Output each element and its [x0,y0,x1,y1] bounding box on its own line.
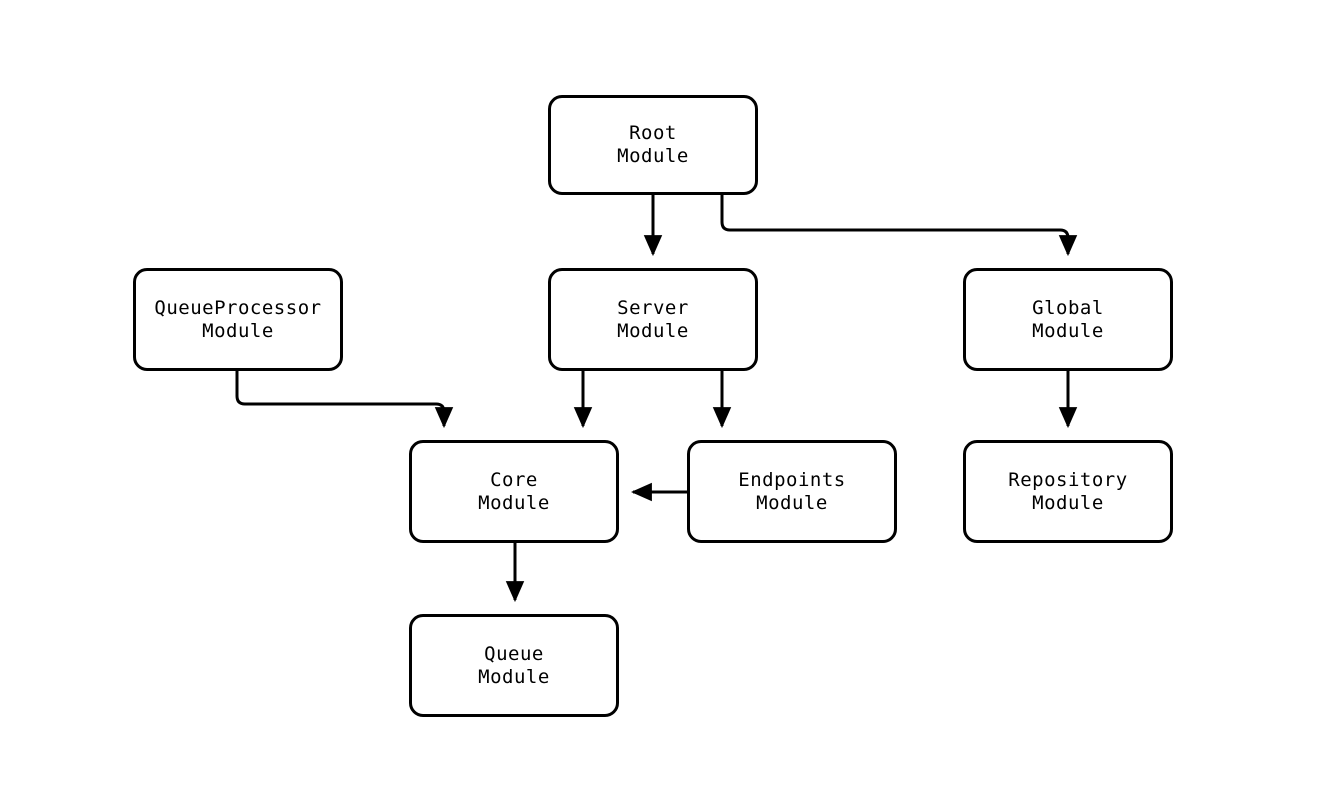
node-global[interactable]: Global Module [963,268,1173,371]
node-queue[interactable]: Queue Module [409,614,619,717]
node-label-queue: Queue Module [478,642,550,688]
node-label-queueprocessor: QueueProcessor Module [154,296,322,342]
node-root[interactable]: Root Module [548,95,758,195]
node-label-server: Server Module [617,296,689,342]
node-label-repository: Repository Module [1008,468,1128,514]
node-label-root: Root Module [617,122,689,167]
node-core[interactable]: Core Module [409,440,619,543]
node-label-global: Global Module [1032,296,1104,342]
node-queueprocessor[interactable]: QueueProcessor Module [133,268,343,371]
node-repository[interactable]: Repository Module [963,440,1173,543]
node-endpoints[interactable]: Endpoints Module [687,440,897,543]
edge-root-to-global [720,195,1078,257]
node-server[interactable]: Server Module [548,268,758,371]
node-label-endpoints: Endpoints Module [738,468,846,514]
node-label-core: Core Module [478,468,550,514]
edge-queueprocessor-to-core [235,371,454,429]
